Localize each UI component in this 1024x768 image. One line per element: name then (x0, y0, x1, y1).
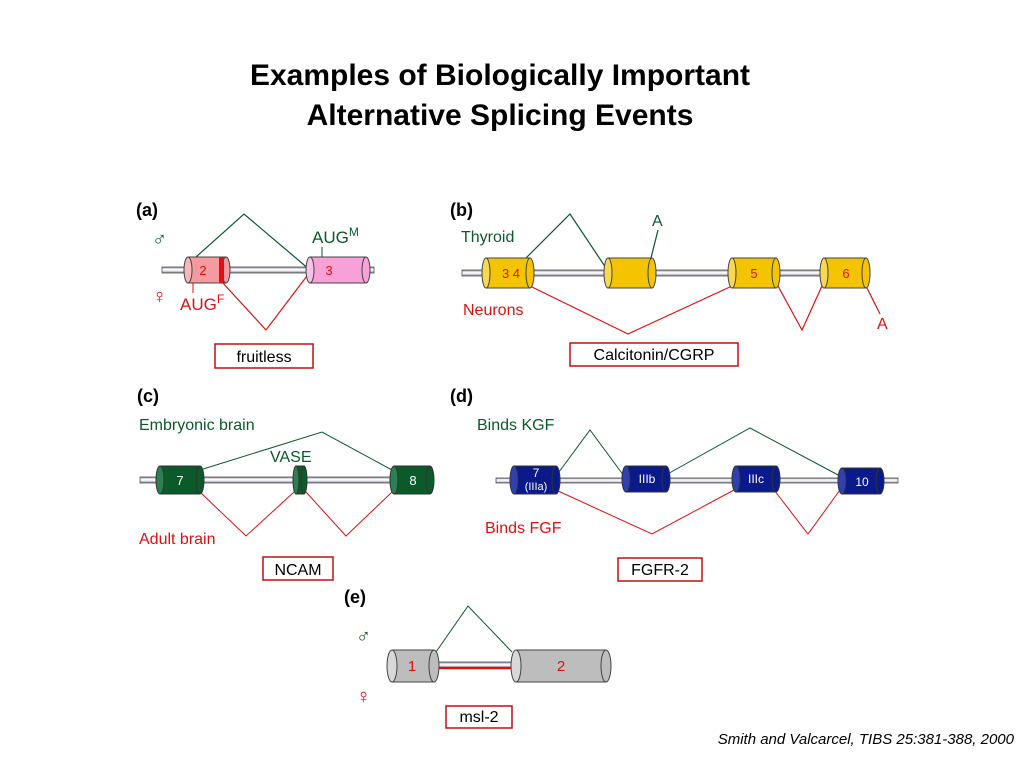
embryonic-splice-line (199, 431, 393, 471)
exon-8-label: 8 (409, 473, 416, 488)
exon-5-label: 5 (750, 266, 757, 281)
exon-3-cylinder (305, 256, 371, 284)
embryonic-brain-label: Embryonic brain (139, 417, 255, 434)
gene-label-calcitonin: Calcitonin/CGRP (594, 347, 715, 364)
title-line-2: Alternative Splicing Events (306, 99, 694, 132)
polya-bottom-label: A (877, 316, 888, 333)
panel-c-letter: (c) (137, 386, 159, 406)
exon-10-cylinder (837, 467, 885, 495)
exon-2-e-label: 2 (557, 658, 565, 675)
exon-5-cylinder (727, 257, 781, 289)
intron-line (161, 266, 375, 274)
exon-8-cylinder (389, 465, 435, 495)
exon-iiib-label: IIIb (639, 472, 656, 486)
exon-7-iiia-cylinder (509, 465, 561, 495)
gene-box-fruitless (214, 343, 314, 369)
panel-e: (e) ♂ ♀ 1 2 msl-2 (344, 587, 612, 729)
gene-box-msl2 (445, 705, 513, 729)
exon-3-4-label: 3 4 (502, 266, 520, 281)
fgf-splice-line-2 (773, 489, 841, 535)
male-symbol-e-icon: ♂ (356, 626, 371, 648)
male-splice-line (195, 213, 311, 271)
exon-7-label: 7 (176, 473, 183, 488)
aug-m-label: AUGM (312, 225, 359, 247)
gene-box-calcitonin (569, 342, 739, 367)
adult-splice-line-1 (199, 491, 295, 537)
gene-box-fgfr2 (617, 557, 703, 582)
female-symbol-e-icon: ♀ (356, 686, 371, 708)
male-splice-line-e (435, 605, 513, 653)
female-splice-line (221, 271, 311, 331)
adult-splice-line-2 (305, 491, 393, 537)
exon-iiic-label: IIIc (748, 472, 764, 486)
aug-f-label: AUGF (180, 292, 224, 314)
thyroid-label: Thyroid (461, 229, 514, 246)
panel-a-letter: (a) (136, 200, 158, 220)
gene-label-ncam: NCAM (274, 562, 321, 579)
exon-10-label: 10 (855, 475, 869, 489)
exon-6-cylinder (819, 257, 871, 289)
neurons-label: Neurons (463, 302, 523, 319)
female-symbol-icon: ♀ (152, 286, 167, 308)
kgf-splice-line-1 (555, 429, 625, 477)
exon-6-label: 6 (842, 266, 849, 281)
exon-3-label: 3 (325, 263, 332, 278)
exon-2-label: 2 (199, 263, 206, 278)
exon-4-cylinder (603, 257, 657, 289)
vase-label: VASE (270, 449, 312, 466)
exon-7-d-label: 7 (533, 466, 540, 480)
adult-brain-label: Adult brain (139, 531, 216, 548)
exon-iiic-cylinder (731, 465, 781, 493)
exon-7-cylinder (155, 465, 205, 495)
neurons-polya-line (865, 285, 881, 315)
vase-exon-cylinder (292, 465, 308, 495)
polya-top-label: A (652, 213, 663, 230)
slide-title: Examples of Biologically Important Alter… (0, 56, 1000, 136)
panel-a: (a) ♂ ♀ 2 3 AUGM AUGF fruitless (136, 200, 375, 369)
panel-e-letter: (e) (344, 587, 366, 607)
neurons-splice-line-2 (777, 285, 823, 332)
panel-d-letter: (d) (450, 386, 473, 406)
neurons-splice-line-1 (529, 285, 733, 335)
binds-fgf-label: Binds FGF (485, 520, 562, 537)
male-symbol-icon: ♂ (152, 229, 167, 251)
thyroid-polya-line (650, 229, 659, 259)
binds-kgf-label: Binds KGF (477, 417, 555, 434)
gene-label-fruitless: fruitless (236, 349, 291, 366)
exon-1-cylinder (386, 649, 440, 683)
panel-b: (b) Thyroid Neurons A A 3 4 5 (450, 200, 888, 367)
panel-b-letter: (b) (450, 200, 473, 220)
exon-iiib-cylinder (621, 465, 671, 493)
thyroid-splice-line (525, 213, 607, 269)
gene-label-fgfr2: FGFR-2 (631, 562, 689, 579)
exon-3-4-cylinder (481, 257, 535, 289)
gene-box-ncam (262, 556, 334, 581)
kgf-splice-line-2 (663, 427, 841, 477)
exon-1-label: 1 (408, 658, 416, 675)
panel-c: (c) Embryonic brain Adult brain VASE 7 8… (137, 386, 435, 581)
panel-d: (d) Binds KGF Binds FGF 7 (IIIa) IIIb II… (450, 386, 899, 582)
fgf-splice-line-1 (555, 489, 735, 535)
exon-2-e-cylinder (510, 649, 612, 683)
exon-7-d-sublabel: (IIIa) (525, 481, 548, 493)
exon-2-cylinder (183, 256, 231, 284)
intron-line (495, 477, 899, 484)
citation: Smith and Valcarcel, TIBS 25:381-388, 20… (717, 731, 1014, 748)
gene-label-msl2: msl-2 (459, 709, 498, 726)
title-line-1: Examples of Biologically Important (249, 59, 751, 92)
